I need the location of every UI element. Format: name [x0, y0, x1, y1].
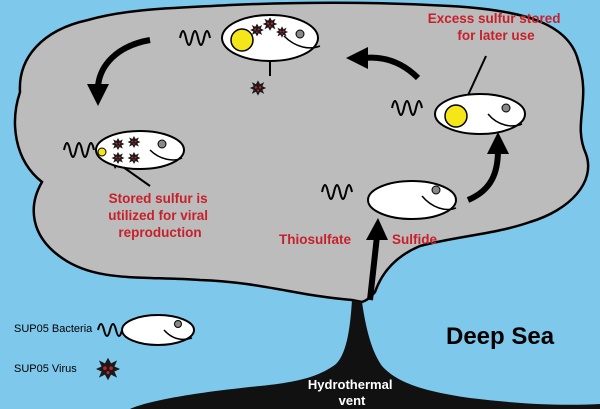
deep-sea-label: Deep Sea	[446, 323, 555, 350]
cycle-arrow-left	[95, 37, 151, 87]
vent-line1: Hydrothermal	[308, 377, 393, 392]
cycle-arrowhead-left	[87, 84, 109, 106]
stem-arrowhead	[366, 218, 388, 240]
cycle-arrowhead-top-right	[346, 47, 368, 69]
stem-arrow	[367, 235, 380, 301]
sulfur-granule	[444, 104, 468, 128]
virus-icon	[275, 26, 289, 38]
bacterium-cell-infected	[63, 130, 185, 170]
virus-icon	[127, 152, 141, 164]
excess-sulfur-label: Excess sulfur stored for later use	[428, 11, 565, 43]
sulfur-granule	[230, 28, 254, 52]
sulfide-label: Sulfide	[392, 232, 437, 247]
bacterium-cell-storage	[391, 93, 526, 135]
legend-bacterium-icon	[121, 314, 195, 346]
plume-cloud	[13, 1, 590, 304]
cycle-arrowhead-right	[487, 132, 509, 154]
legend-virus-icon	[95, 357, 121, 381]
nucleoid	[295, 29, 305, 39]
legend: SUP05 Bacteria SUP05 Virus	[14, 314, 195, 381]
virus-icon	[127, 136, 141, 148]
sulfur-granule	[97, 147, 107, 157]
bacterium-cell-top	[179, 14, 321, 62]
nucleoid	[431, 185, 441, 195]
virus-icon	[262, 17, 278, 31]
virus-icon	[250, 23, 264, 37]
legend-virus-label: SUP05 Virus	[14, 363, 77, 375]
stored-sulfur-line3: reproduction	[118, 225, 201, 240]
excess-sulfur-line1: Excess sulfur stored	[428, 11, 561, 26]
hydrothermal-vent	[130, 300, 600, 409]
nucleoid	[501, 103, 511, 113]
flagellum	[179, 30, 211, 46]
flagellum	[63, 142, 95, 158]
thiosulfate-label: Thiosulfate	[279, 232, 351, 247]
cycle-arrow-right	[466, 149, 501, 203]
vent-label: Hydrothermal vent	[308, 377, 396, 408]
free-virus-icon	[249, 80, 267, 96]
nucleoid	[157, 139, 167, 149]
excess-sulfur-line2: for later use	[457, 28, 535, 43]
virus-icon	[111, 152, 125, 164]
vent-line2: vent	[339, 393, 366, 408]
flagellum	[391, 100, 423, 116]
legend-bacteria-label: SUP05 Bacteria	[14, 323, 93, 335]
virus-icon	[111, 138, 125, 150]
bacterium-cell-uptake	[321, 180, 457, 220]
stored-sulfur-line2: utilized for viral	[108, 208, 208, 223]
stored-sulfur-line1: Stored sulfur is	[109, 191, 208, 206]
legend-flagellum	[97, 323, 123, 337]
flagellum	[321, 184, 353, 200]
cycle-arrow-top-right	[363, 54, 421, 81]
stored-sulfur-label: Stored sulfur is utilized for viral repr…	[108, 191, 212, 240]
